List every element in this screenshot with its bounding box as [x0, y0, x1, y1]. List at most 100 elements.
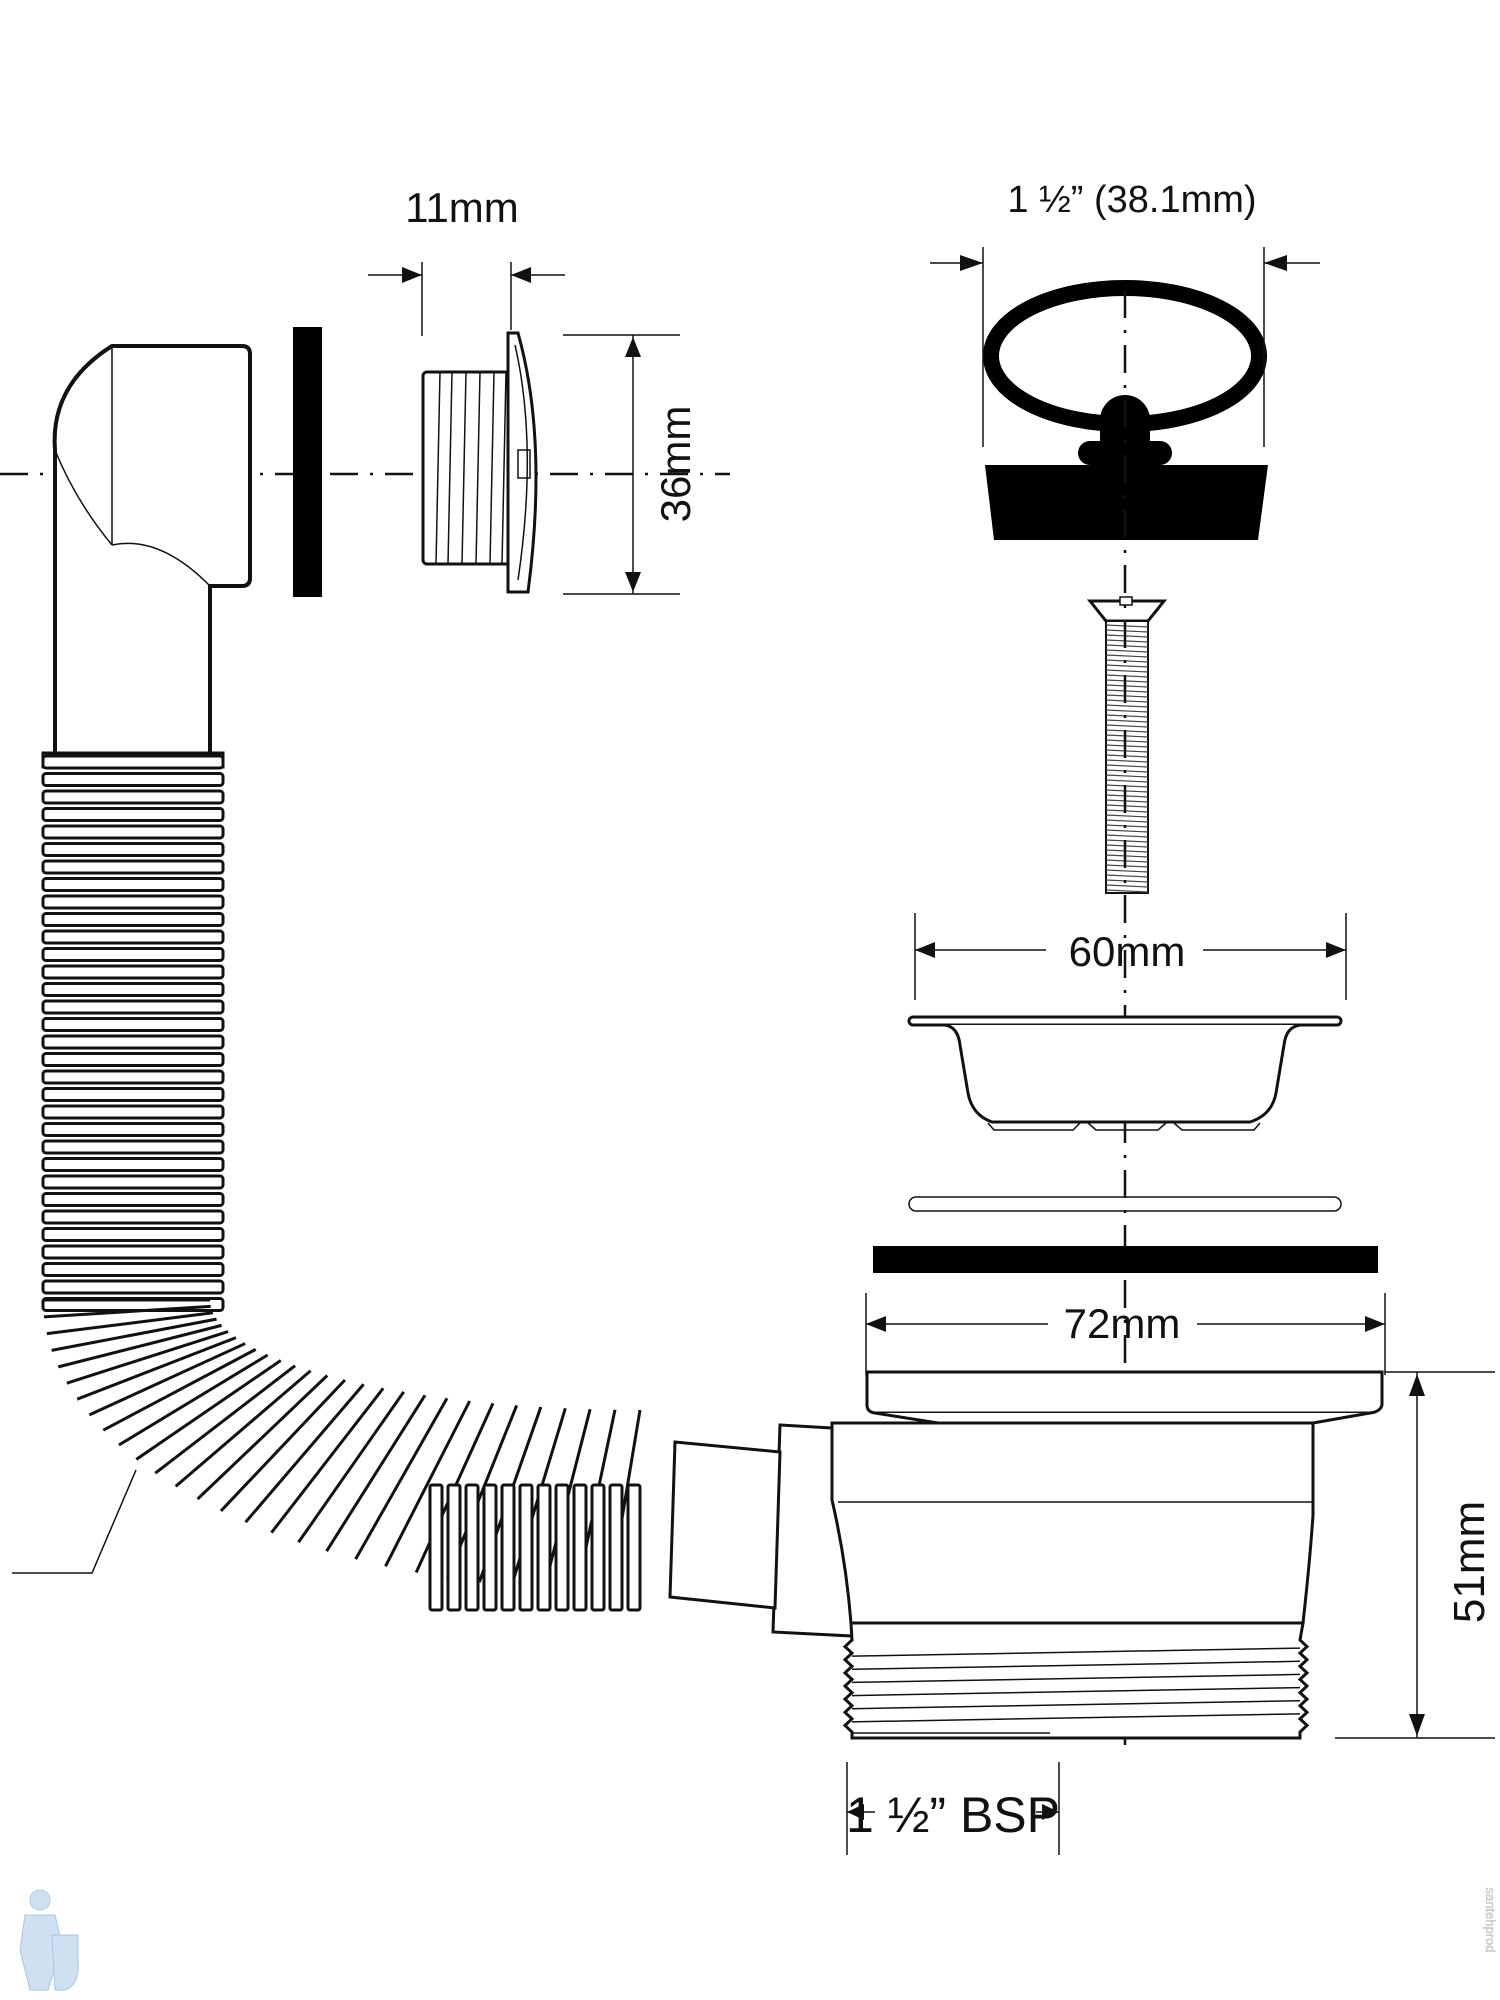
hose-bend-ring [354, 1397, 449, 1560]
label-72mm: 72mm [1064, 1300, 1181, 1347]
dim-overflow-thickness: 11mm [368, 184, 565, 336]
hose-ring [428, 1483, 444, 1612]
screw-thread [1105, 644, 1149, 648]
hose-bend-ring [66, 1330, 229, 1385]
hose-ring [518, 1483, 534, 1612]
screw-thread [1105, 819, 1149, 823]
hose-bend-ring [270, 1387, 385, 1534]
hose-ring [590, 1483, 606, 1612]
screw-thread [1105, 849, 1149, 853]
hose-bend-ring [57, 1323, 222, 1369]
screw-thread [1105, 824, 1149, 828]
hose-ring [554, 1483, 570, 1612]
hose-bend-ring [244, 1383, 365, 1524]
screw-thread [1105, 634, 1149, 638]
hose-ring [41, 1122, 225, 1137]
hose-ring [41, 1139, 225, 1155]
flat-washer [908, 1196, 1342, 1212]
screw-thread [1105, 699, 1149, 703]
label-bsp: 1 ½” BSP [846, 1787, 1060, 1843]
hose-ring [41, 807, 225, 822]
screw-thread [1105, 739, 1149, 743]
screw-thread [1105, 889, 1149, 893]
screw-thread [1105, 809, 1149, 813]
plug-stopper [985, 465, 1268, 540]
hose-ring [41, 1279, 225, 1295]
waste-body: 51mm 1 ½” BSP [668, 1370, 1495, 1855]
chain-plug: 1 ½” (38.1mm) [930, 179, 1320, 540]
screw-thread [1105, 864, 1149, 868]
screw-thread [1105, 884, 1149, 888]
overflow-assembly: 11mm 36mm [0, 184, 730, 769]
dim-flange-diameter: 72mm [865, 1293, 1386, 1375]
plumber-watermark-logo [19, 1889, 79, 1991]
screw-thread [1105, 639, 1149, 643]
screw-thread [1105, 834, 1149, 838]
label-51mm: 51mm [1445, 1501, 1494, 1623]
hose-ring [41, 964, 225, 980]
hose-ring [572, 1483, 588, 1612]
screw-thread [1105, 729, 1149, 733]
screw-thread [1105, 719, 1149, 723]
screw-thread [1105, 829, 1149, 833]
hose-ring [41, 982, 225, 997]
hose-ring [41, 842, 225, 857]
label-plug-diameter: 1 ½” (38.1mm) [1007, 179, 1256, 221]
hose-bend-ring [154, 1364, 297, 1475]
hose-bend-ring [76, 1336, 237, 1401]
screw-thread [1105, 744, 1149, 748]
hose-ring [536, 1483, 552, 1612]
hose-ring [41, 772, 225, 787]
screw-thread [1105, 839, 1149, 843]
screw-thread [1105, 854, 1149, 858]
screw-thread [1105, 709, 1149, 713]
screw-thread [1105, 724, 1149, 728]
hose-bend-ring [174, 1369, 312, 1488]
label-60mm: 60mm [1069, 928, 1186, 975]
screw-thread [1105, 679, 1149, 683]
hose-ring [41, 999, 225, 1015]
screw-thread [1105, 624, 1149, 628]
hose-ring [41, 877, 225, 892]
hose-ring [446, 1483, 462, 1612]
hose-ring [41, 1052, 225, 1067]
screw-thread [1105, 799, 1149, 803]
hose-ring [41, 894, 225, 910]
hose-ring [41, 1017, 225, 1032]
screw-thread [1105, 704, 1149, 708]
hose-bend-ring [384, 1400, 472, 1567]
screw-thread [1105, 694, 1149, 698]
overflow-gasket [293, 327, 322, 597]
hose-ring [41, 929, 225, 945]
screw-thread [1105, 814, 1149, 818]
hose-ring [41, 1192, 225, 1207]
hose-ring [41, 1174, 225, 1190]
screw-thread [1105, 774, 1149, 778]
screw-thread [1105, 649, 1149, 653]
screw-thread [1105, 664, 1149, 668]
hose-bend-ring [325, 1394, 427, 1552]
hose-ring [41, 947, 225, 962]
hose-ring [41, 1227, 225, 1242]
body-thread-line [851, 1673, 1301, 1684]
flexible-hose [41, 754, 642, 1612]
screw-thread [1105, 669, 1149, 673]
screw-thread [1105, 754, 1149, 758]
screw-thread [1105, 749, 1149, 753]
body-thread-line [851, 1713, 1301, 1723]
label-11mm: 11mm [405, 184, 519, 231]
hose-bend-ring [102, 1348, 257, 1432]
screw-thread [1105, 654, 1149, 658]
hose-bend-ring [43, 1304, 211, 1319]
screw-thread [1105, 759, 1149, 763]
screw-thread [1105, 844, 1149, 848]
screw [1086, 596, 1168, 894]
screw-thread [1105, 629, 1149, 633]
screw-thread [1105, 659, 1149, 663]
screw-thread [1105, 859, 1149, 863]
dim-overflow-diameter: 36mm [563, 334, 699, 595]
screw-thread [1105, 869, 1149, 873]
hose-ring [41, 912, 225, 927]
hose-ring [41, 1087, 225, 1102]
body-thread-line [851, 1660, 1301, 1671]
